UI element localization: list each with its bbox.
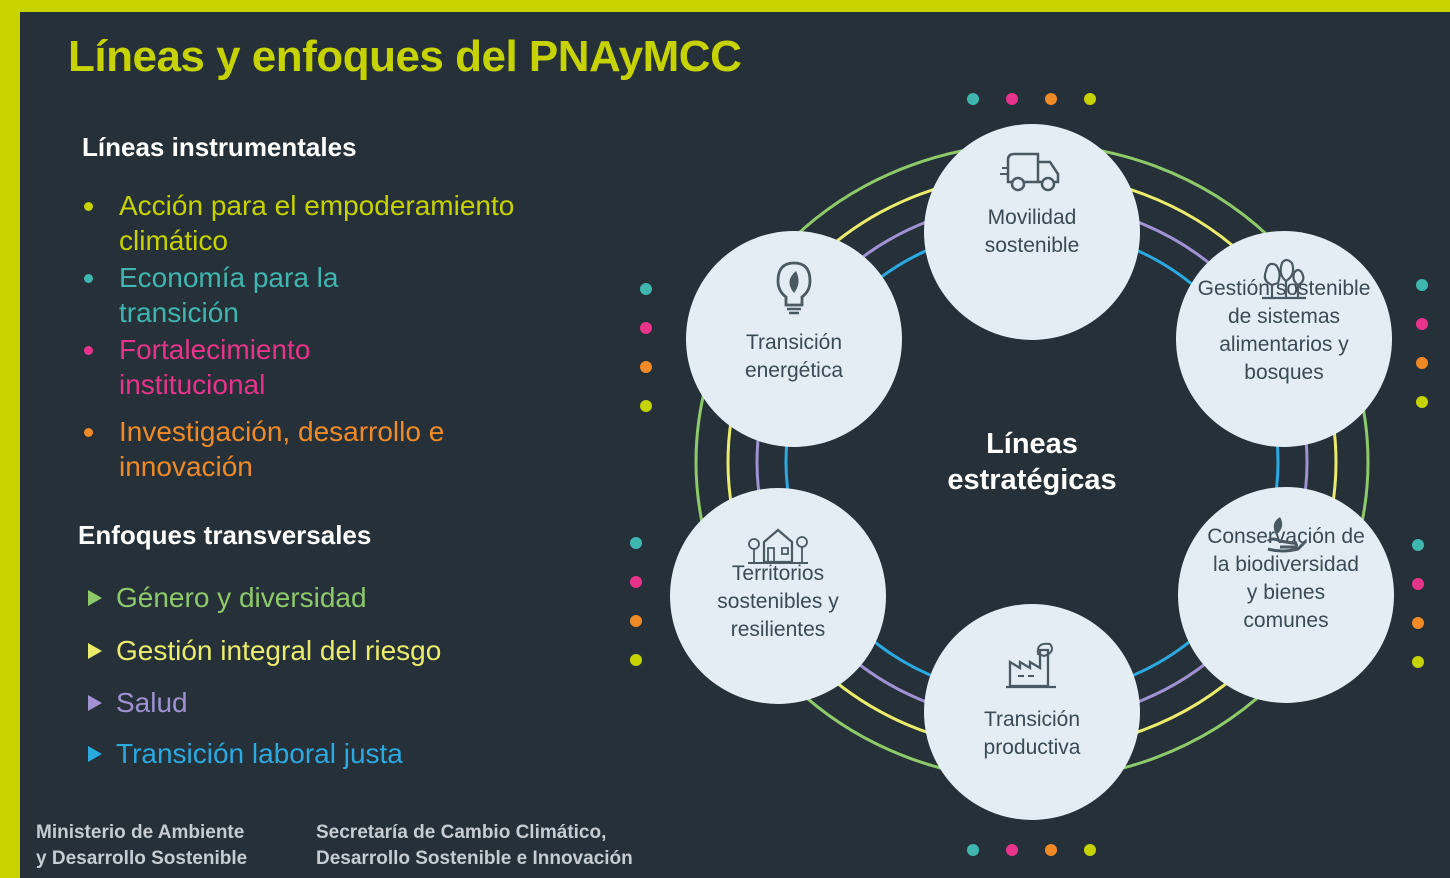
strategic-node-circle (1178, 487, 1394, 703)
lightbulb-leaf-icon (774, 259, 814, 322)
triangle-bullet-icon (88, 695, 102, 711)
bullet-dot (84, 346, 93, 355)
transversal-item-risk: Gestión integral del riesgo (88, 634, 441, 668)
infographic-canvas: Líneas y enfoques del PNAyMCC Líneas ins… (20, 12, 1450, 878)
top-dot (1006, 93, 1018, 105)
strategic-node-label: Conservación de la biodiversidad y biene… (1207, 525, 1365, 632)
triangle-bullet-icon (88, 590, 102, 606)
factory-icon (1004, 640, 1060, 695)
strategic-node-label: Gestión sostenible de sistemas alimentar… (1197, 277, 1371, 384)
page-title: Líneas y enfoques del PNAyMCC (68, 32, 742, 81)
top-dot (1084, 93, 1096, 105)
truck-icon (1000, 146, 1064, 203)
bullet-dot (84, 274, 93, 283)
bullet-dot (84, 202, 93, 211)
strategic-node-label: Movilidad sostenible (984, 206, 1080, 257)
instrumental-item-label: Investigación, desarrollo e innovación (119, 416, 445, 482)
triangle-bullet-icon (88, 746, 102, 762)
top-dot (967, 93, 979, 105)
left-lower-dot (630, 576, 642, 588)
bullet-dot (84, 428, 93, 437)
diagram-nodes (670, 124, 1394, 820)
transversal-item-gender: Género y diversidad (88, 581, 367, 615)
strategic-node-circle (924, 124, 1140, 340)
transversal-approaches-heading: Enfoques transversales (78, 520, 372, 550)
transversal-item-label: Gestión integral del riesgo (116, 635, 442, 666)
decorative-dots (630, 93, 1428, 856)
left-upper-dot (640, 400, 652, 412)
transversal-item-label: Género y diversidad (116, 582, 367, 613)
strategic-node-label: Transición energética (744, 331, 844, 382)
left-lower-dot (630, 537, 642, 549)
strategic-node-label: Territorios sostenibles y resilientes (717, 562, 839, 641)
instrumental-lines-heading: Líneas instrumentales (82, 132, 357, 162)
strategic-lines-diagram (630, 93, 1428, 856)
ministry-footer: Ministerio de Ambiente y Desarrollo Sost… (36, 822, 248, 869)
left-upper-dot (640, 322, 652, 334)
hand-leaf-icon (1262, 513, 1310, 558)
strategic-node-circle (1176, 231, 1392, 447)
top-dot (1045, 93, 1057, 105)
instrumental-item-label: Economía para la transición (119, 262, 339, 328)
instrumental-item-research-innovation: Investigación, desarrollo e innovación (84, 414, 449, 484)
houses-icon (746, 522, 810, 573)
instrumental-item-climate-empowerment: Acción para el empoderamiento climático (84, 188, 539, 258)
transversal-item-label: Salud (116, 687, 188, 718)
right-lower-dot (1412, 578, 1424, 590)
right-upper-dot (1416, 357, 1428, 369)
instrumental-item-institutional-strengthening: Fortalecimiento institucional (84, 332, 359, 402)
left-upper-dot (640, 283, 652, 295)
left-lower-dot (630, 615, 642, 627)
secretariat-footer: Secretaría de Cambio Climático, Desarrol… (316, 822, 633, 869)
right-lower-dot (1412, 617, 1424, 629)
bottom-dot (1084, 844, 1096, 856)
bottom-dot (1045, 844, 1057, 856)
right-upper-dot (1416, 318, 1428, 330)
triangle-bullet-icon (88, 643, 102, 659)
right-upper-dot (1416, 279, 1428, 291)
right-lower-dot (1412, 656, 1424, 668)
bottom-dot (1006, 844, 1018, 856)
strategic-node-circle (670, 488, 886, 704)
transversal-item-just-transition: Transición laboral justa (88, 737, 403, 771)
instrumental-item-label: Fortalecimiento institucional (119, 334, 311, 400)
instrumental-item-transition-economy: Economía para la transición (84, 260, 379, 330)
right-lower-dot (1412, 539, 1424, 551)
strategic-node-circle (686, 231, 902, 447)
right-upper-dot (1416, 396, 1428, 408)
trees-icon (1258, 255, 1310, 308)
left-upper-dot (640, 361, 652, 373)
instrumental-item-label: Acción para el empoderamiento climático (119, 190, 515, 256)
transversal-item-label: Transición laboral justa (116, 738, 403, 769)
left-lower-dot (630, 654, 642, 666)
strategic-node-label: Transición productiva (983, 708, 1081, 759)
bottom-dot (967, 844, 979, 856)
transversal-item-health: Salud (88, 686, 188, 720)
center-label: Líneas estratégicas (947, 428, 1117, 496)
strategic-node-circle (924, 604, 1140, 820)
